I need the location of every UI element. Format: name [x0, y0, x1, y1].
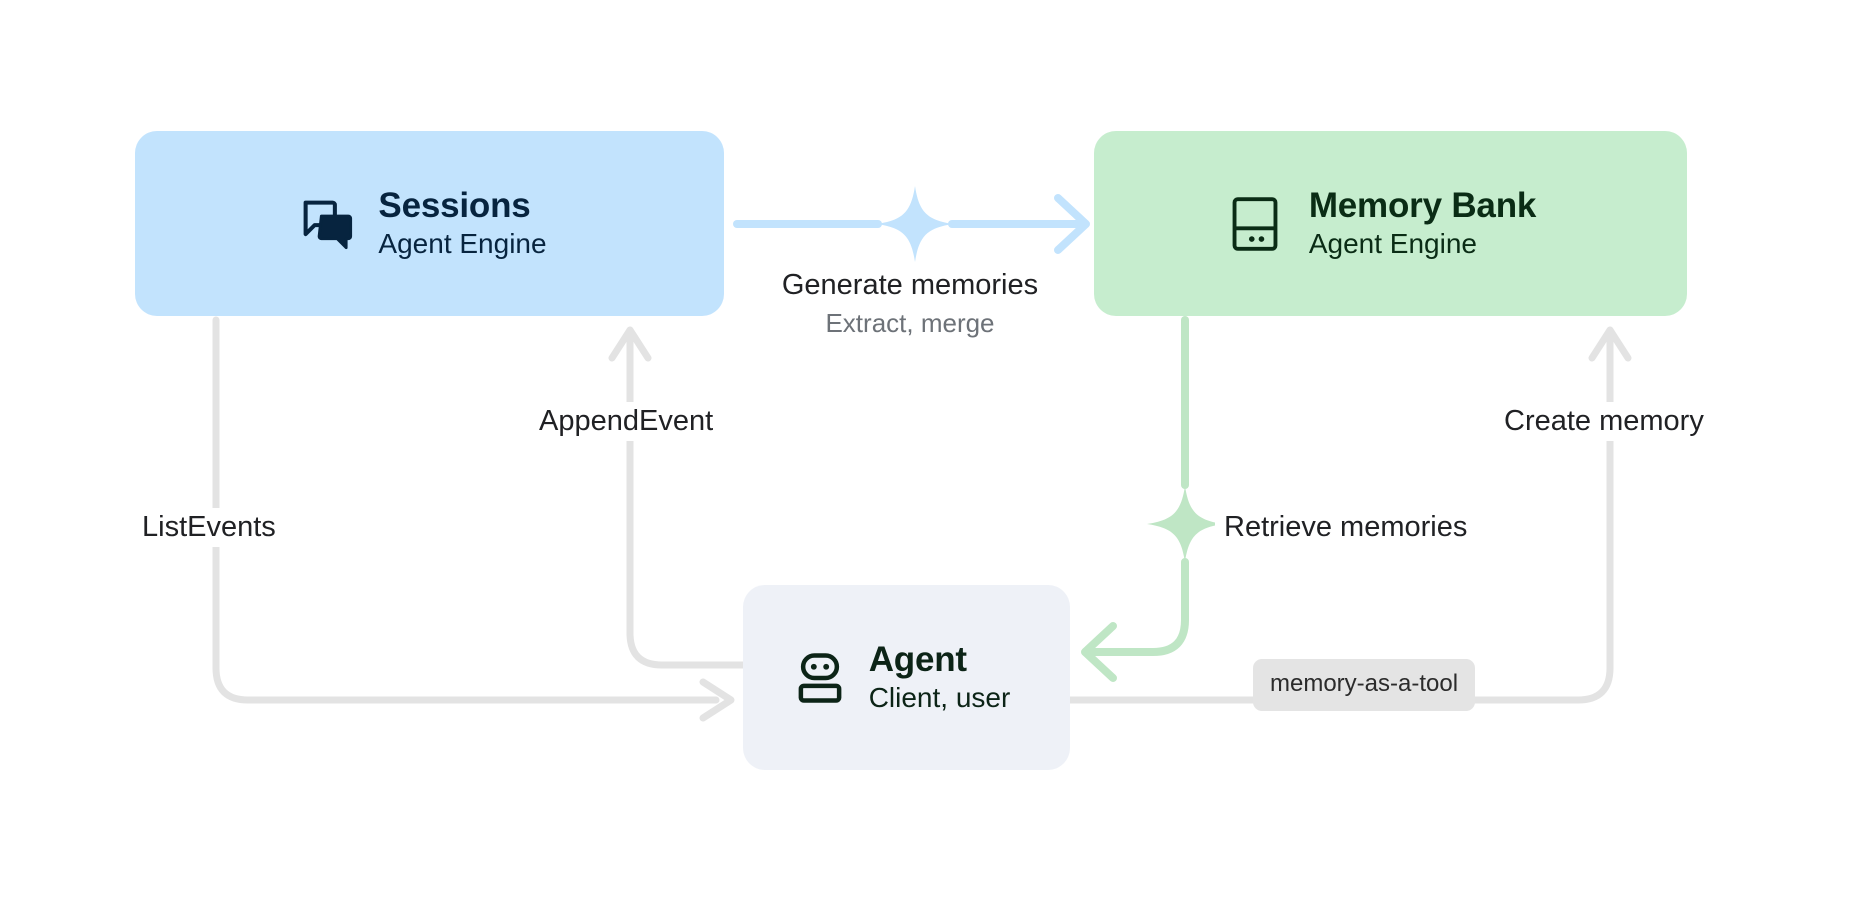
- node-sessions-subtitle: Agent Engine: [378, 228, 547, 260]
- database-drive-icon: [1229, 196, 1281, 252]
- chat-bubbles-icon: [300, 197, 354, 251]
- node-agent-subtitle: Client, user: [868, 682, 1011, 714]
- edge-append-event: [608, 326, 747, 669]
- node-sessions-title: Sessions: [378, 186, 531, 226]
- edge-list-events: [212, 316, 735, 722]
- node-memory-bank[interactable]: Memory Bank Agent Engine: [1094, 131, 1687, 316]
- node-agent[interactable]: Agent Client, user: [743, 585, 1070, 770]
- node-memory-bank-title: Memory Bank: [1308, 186, 1537, 226]
- chip-memory-as-a-tool: memory-as-a-tool: [1253, 659, 1476, 711]
- edge-label-retrieve-memories: Retrieve memories: [1215, 508, 1477, 548]
- node-memory-bank-subtitle: Agent Engine: [1308, 228, 1477, 260]
- edge-label-create-memory: Create memory: [1495, 402, 1713, 442]
- sparkle-icon-green: [1147, 486, 1223, 562]
- sparkle-icon-blue: [877, 186, 953, 262]
- edge-label-generate-memories: Generate memories Extract, merge: [765, 266, 1055, 343]
- edge-label-list-events: ListEvents: [133, 508, 285, 548]
- edge-create-memory: [1066, 326, 1632, 704]
- node-sessions[interactable]: Sessions Agent Engine: [135, 131, 724, 316]
- node-agent-title: Agent: [868, 640, 967, 680]
- edge-generate-memories: [733, 186, 1090, 262]
- robot-icon: [795, 651, 845, 705]
- edge-label-append-event: AppendEvent: [530, 402, 723, 442]
- edge-label-generate-memories-sub: Extract, merge: [825, 308, 995, 339]
- edge-label-generate-memories-text: Generate memories: [781, 269, 1039, 301]
- edge-retrieve-memories: [1081, 316, 1223, 682]
